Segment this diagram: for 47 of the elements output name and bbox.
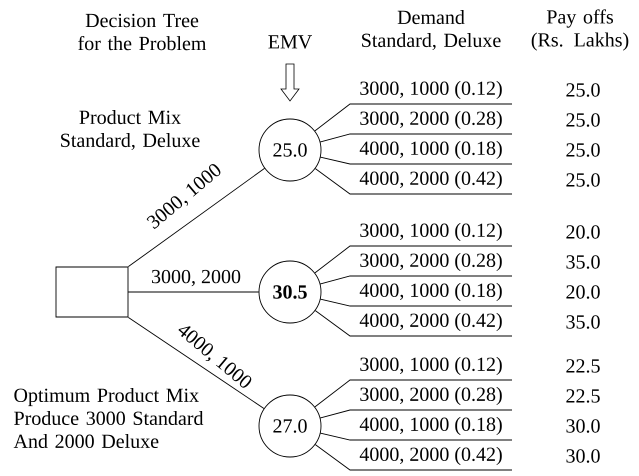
edge-label: 3000, 2000 (0.28): [358, 252, 504, 272]
heading: Demand Standard, Deluxe: [362, 10, 501, 50]
payoff-value: 25.0: [566, 143, 600, 157]
edge-label: 3000, 1000 (0.12): [358, 356, 504, 376]
edge-label: 3000, 1000 (0.12): [358, 80, 504, 100]
heading: Decision Tree for the Problem: [78, 14, 206, 50]
payoff-value: 20.0: [566, 285, 600, 299]
tree-branch: [314, 104, 512, 132]
tree-branch: [320, 156, 512, 164]
edge-label: 4000, 1000 (0.18): [358, 140, 504, 160]
payoff-value: 25.0: [566, 173, 600, 187]
edge-label: 3000, 2000 (0.28): [358, 110, 504, 130]
payoff-value: 35.0: [566, 255, 600, 269]
payoff-value: 35.0: [566, 315, 600, 329]
tree-branch: [314, 380, 512, 408]
payoff-value: 25.0: [566, 113, 600, 127]
tree-branch: [320, 410, 512, 418]
edge-label: 4000, 2000 (0.42): [358, 170, 504, 190]
tree-branch: [320, 432, 512, 440]
note-text: Product Mix Standard, Deluxe: [61, 110, 200, 150]
decision-box: [56, 266, 128, 318]
edge-label: 4000, 2000 (0.42): [358, 312, 504, 332]
edge-label: 4000, 2000 (0.42): [358, 446, 504, 466]
tree-branch: [314, 444, 512, 470]
edge-label: 3000, 1000 (0.12): [358, 222, 504, 242]
edge-label: 3000, 2000: [150, 268, 242, 288]
tree-branch: [128, 168, 265, 267]
tree-branch: [320, 276, 512, 284]
tree-branch: [314, 246, 512, 274]
tree-branch: [314, 168, 512, 194]
payoff-value: 22.5: [566, 359, 600, 373]
payoff-value: 30.0: [566, 449, 600, 463]
tree-branch: [320, 298, 512, 306]
note-text: Optimum Product Mix Produce 3000 Standard And 2000 Deluxe: [14, 388, 204, 448]
tree-branch: [320, 134, 512, 142]
edge-label: 3000, 2000 (0.28): [358, 386, 504, 406]
payoff-value: 22.5: [566, 389, 600, 403]
edge-label: 4000, 1000 (0.18): [358, 282, 504, 302]
payoff-value: 25.0: [566, 83, 600, 97]
edge-label: 3000, 1000: [144, 160, 226, 234]
tree-branch: [314, 310, 512, 336]
heading: Pay offs (Rs. Lakhs): [532, 9, 628, 51]
payoff-value: 30.0: [566, 419, 600, 433]
emv-label: EMV: [268, 35, 312, 49]
edge-label: 4000, 1000 (0.18): [358, 416, 504, 436]
tree-branch: [128, 317, 264, 409]
payoff-value: 20.0: [566, 225, 600, 239]
